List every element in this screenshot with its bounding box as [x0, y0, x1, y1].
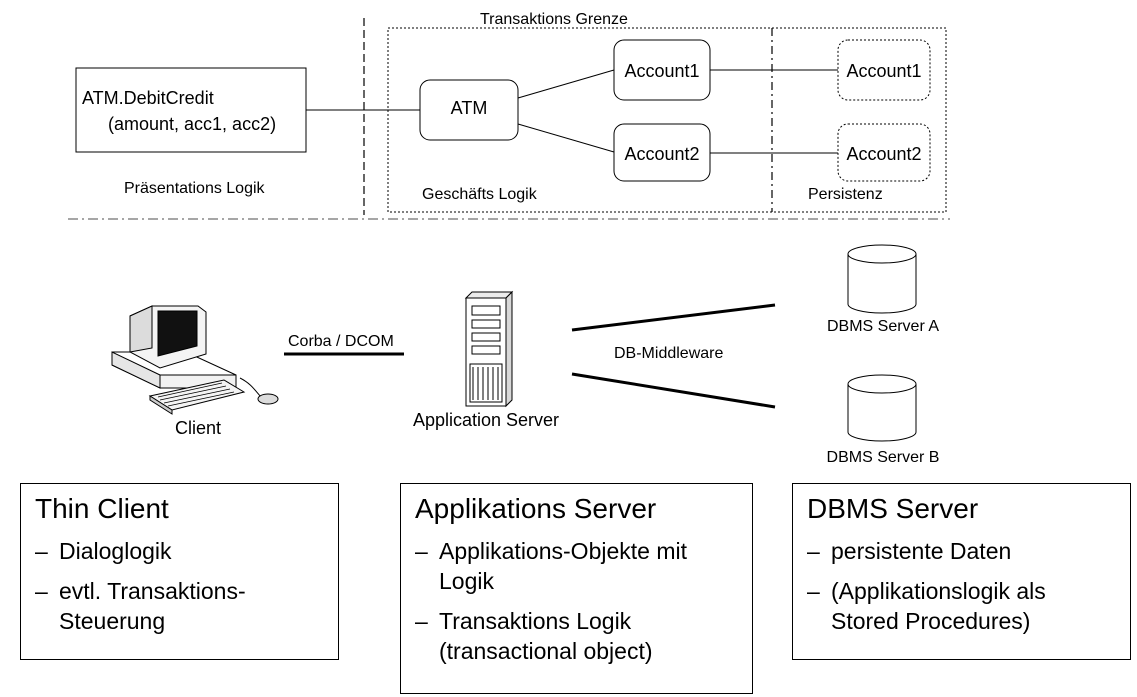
dbms-server-title: DBMS Server: [807, 493, 979, 524]
client-computer-icon: [111, 305, 279, 415]
persistence-label: Persistenz: [808, 186, 883, 203]
transaction-boundary-label: Transaktions Grenze: [480, 11, 628, 28]
list-item-text: Transaktions Logik(transactional object): [439, 608, 653, 664]
dbms-server-box: DBMS Server –persistente Daten–(Applikat…: [792, 483, 1131, 660]
list-item: –Transaktions Logik(transactional object…: [415, 606, 738, 666]
thin-client-title: Thin Client: [35, 493, 169, 524]
dbms-server-a-label: DBMS Server A: [827, 318, 939, 335]
transaction-boundary: [387, 27, 947, 213]
dbms-server-a-icon: [847, 244, 917, 314]
atm-account2-line: [517, 123, 615, 153]
bullet-dash: –: [807, 578, 820, 604]
middleware-line-to-b: [571, 372, 776, 409]
presentation-logic-label: Präsentations Logik: [124, 180, 266, 197]
business-logic-label: Geschäfts Logik: [422, 186, 538, 203]
dbms-server-list: –persistente Daten–(Applikationslogik al…: [807, 536, 1116, 636]
persistent-account2-label: Account2: [846, 144, 921, 164]
app-server-box: Applikations Server –Applikations-Objekt…: [400, 483, 753, 694]
application-server-icon: [464, 290, 514, 408]
corba-dcom-label: Corba / DCOM: [288, 333, 394, 350]
app-server-title: Applikations Server: [415, 493, 657, 524]
bullet-dash: –: [415, 608, 428, 634]
bullet-dash: –: [35, 538, 48, 564]
list-item: –persistente Daten: [807, 536, 1116, 566]
atm-object-label: ATM: [451, 98, 488, 118]
bullet-dash: –: [35, 578, 48, 604]
persistent-account2: [837, 123, 931, 182]
db-middleware-label: DB-Middleware: [614, 345, 723, 362]
list-item-text: evtl. Transaktions-Steuerung: [59, 578, 246, 634]
atm-call-params: (amount, acc1, acc2): [108, 114, 276, 134]
account2-label: Account2: [624, 144, 699, 164]
bullet-dash: –: [807, 538, 820, 564]
list-item: –Dialoglogik: [35, 536, 324, 566]
list-item-text: persistente Daten: [831, 538, 1012, 564]
dbms-server-b-label: DBMS Server B: [827, 449, 940, 466]
client-label: Client: [175, 418, 221, 438]
thin-client-box: Thin Client –Dialoglogik–evtl. Transakti…: [20, 483, 339, 660]
atm-call-label: ATM.DebitCredit: [82, 88, 214, 108]
application-server-label: Application Server: [413, 410, 559, 430]
list-item: –evtl. Transaktions-Steuerung: [35, 576, 324, 636]
atm-object: [419, 79, 519, 141]
persistent-account1: [837, 39, 931, 101]
bullet-dash: –: [415, 538, 428, 564]
atm-call-box: [75, 67, 307, 153]
dbms-server-b-icon: [847, 374, 917, 442]
middleware-line-to-a: [571, 303, 776, 332]
atm-account1-line: [517, 69, 615, 99]
list-item-text: Dialoglogik: [59, 538, 172, 564]
thin-client-list: –Dialoglogik–evtl. Transaktions-Steuerun…: [35, 536, 324, 636]
account1-label: Account1: [624, 61, 699, 81]
persistent-account1-label: Account1: [846, 61, 921, 81]
